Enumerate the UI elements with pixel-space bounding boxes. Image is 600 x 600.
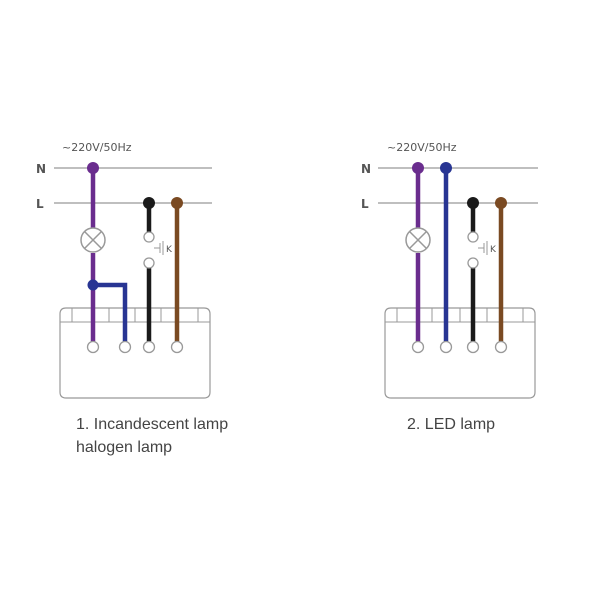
- switch-contact-top-1: [143, 231, 155, 243]
- terminal-1-4: [170, 340, 184, 354]
- rail-label-l-2: L: [361, 197, 369, 211]
- diagram-1: ~220V/50Hz N L K: [36, 141, 212, 399]
- device-box-1: [59, 307, 211, 399]
- switch-contact-bottom-2: [467, 257, 479, 269]
- caption-2: 2. LED lamp: [407, 413, 495, 436]
- rail-label-n-2: N: [361, 162, 371, 176]
- device-box-2: [384, 307, 536, 399]
- live-dot-black-1: [143, 197, 155, 209]
- switch-contact-bottom-1: [143, 257, 155, 269]
- caption-2-line-1: 2. LED lamp: [407, 416, 496, 433]
- switch-contact-top-2: [467, 231, 479, 243]
- live-dot-brown-1: [171, 197, 183, 209]
- supply-label-2: ~220V/50Hz: [387, 141, 457, 154]
- caption-1-line-1: 1. Incandescent lamp: [76, 416, 229, 433]
- terminal-2-3: [466, 340, 480, 354]
- caption-1-line-2: halogen lamp: [76, 439, 173, 456]
- switch-label-1: K: [166, 245, 173, 255]
- neutral-dot-2a: [412, 162, 424, 174]
- terminal-2-1: [411, 340, 425, 354]
- terminal-2-4: [494, 340, 508, 354]
- terminal-1-3: [142, 340, 156, 354]
- rail-label-n-1: N: [36, 162, 46, 176]
- terminal-2-2: [439, 340, 453, 354]
- diagram-2: ~220V/50Hz N L K: [361, 141, 538, 399]
- live-dot-brown-2: [495, 197, 507, 209]
- live-dot-black-2: [467, 197, 479, 209]
- blue-jumper-1: [93, 282, 128, 347]
- junction-dot-1: [87, 279, 99, 291]
- terminal-1-2: [118, 340, 132, 354]
- terminal-1-1: [86, 340, 100, 354]
- neutral-dot-1: [87, 162, 99, 174]
- rail-label-l-1: L: [36, 197, 44, 211]
- supply-label-1: ~220V/50Hz: [62, 141, 132, 154]
- switch-label-2: K: [490, 245, 497, 255]
- neutral-dot-2b: [440, 162, 452, 174]
- caption-1: 1. Incandescent lamp halogen lamp: [76, 413, 228, 459]
